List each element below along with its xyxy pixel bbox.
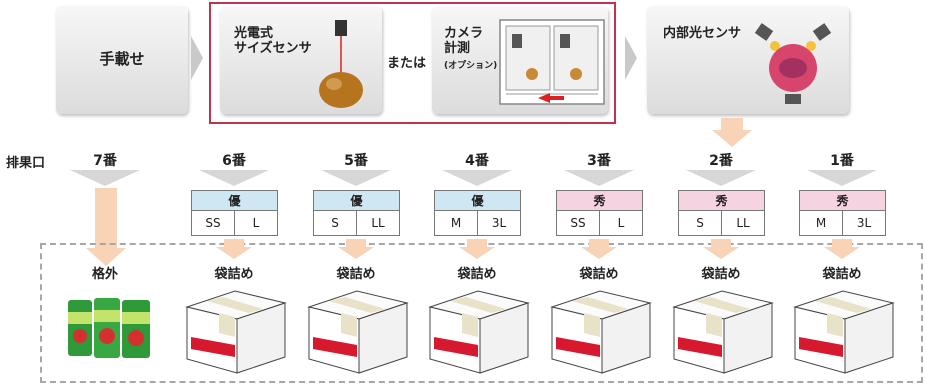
camera-label-2: 計測 xyxy=(444,41,471,56)
size-label: SS xyxy=(192,211,235,235)
size-label: L xyxy=(617,216,625,230)
output-label: 袋詰め xyxy=(822,267,862,282)
camera-illustration xyxy=(499,19,605,105)
internal-sensor-illustration xyxy=(754,23,832,104)
photoelectric-sensor-label-1: 光電式 xyxy=(234,26,274,41)
box-icon xyxy=(672,290,774,374)
can-icon xyxy=(122,300,150,358)
step-photoelectric-sensor: 光電式 サイズセンサ xyxy=(220,6,382,114)
step-manual-loading-label: 手載せ xyxy=(99,50,145,68)
juice-cans-illustration xyxy=(68,298,150,358)
size-label: S xyxy=(314,211,357,235)
size-label: SS xyxy=(557,211,600,235)
funnel-arrow-icon xyxy=(686,170,756,186)
fruit-icon xyxy=(570,68,582,80)
grade-card-exit-3: 秀 SS L xyxy=(556,190,643,236)
exit-label: 排果口 xyxy=(6,156,46,171)
grade-label: 優 xyxy=(435,191,520,211)
grade-label: 優 xyxy=(192,191,277,211)
measurement-frame xyxy=(209,2,616,124)
funnel-arrow-icon xyxy=(442,170,512,186)
size-label: 3L xyxy=(856,216,872,230)
photoelectric-sensor-illustration xyxy=(319,20,363,108)
output-label: 袋詰め xyxy=(701,267,741,282)
output-label: 袋詰め xyxy=(336,267,376,282)
sensor-head-icon xyxy=(335,20,347,36)
chevron-icon xyxy=(191,36,203,80)
grade-card-exit-4: 優 M 3L xyxy=(434,190,521,236)
down-arrow-to-exits xyxy=(712,118,752,147)
down-arrow-icon xyxy=(824,239,860,259)
bagging-arrows xyxy=(216,239,860,259)
output-label: 袋詰め xyxy=(579,267,619,282)
box-icon xyxy=(793,290,895,374)
photoelectric-sensor-label-2: サイズセンサ xyxy=(234,41,312,56)
size-label: 3L xyxy=(491,216,507,230)
size-label: S xyxy=(679,211,722,235)
camera-option-label: (オプション) xyxy=(444,61,498,71)
grade-card-exit-2: 秀 S LL xyxy=(678,190,765,236)
camera-label-1: カメラ xyxy=(444,26,484,41)
exit-number: 7番 xyxy=(93,153,117,169)
down-arrow-icon xyxy=(338,239,374,259)
exit-number: 1番 xyxy=(830,153,854,169)
box-icon xyxy=(428,290,530,374)
size-label: LL xyxy=(736,216,750,230)
box-icon xyxy=(550,290,652,374)
light-source-icon xyxy=(812,23,832,41)
funnel-arrow-icon xyxy=(199,170,269,186)
down-arrow-icon xyxy=(216,239,252,259)
grade-label: 優 xyxy=(314,191,399,211)
can-icon xyxy=(68,300,92,356)
camera-icon xyxy=(512,34,522,48)
funnel-arrow-icon xyxy=(564,170,634,186)
grade-card-exit-6: 優 SS L xyxy=(191,190,278,236)
size-label: M xyxy=(435,211,478,235)
down-arrow-icon xyxy=(581,239,617,259)
grade-label: 秀 xyxy=(557,191,642,211)
fruit-highlight xyxy=(326,78,342,90)
conveyor-direction-arrow-icon xyxy=(538,93,550,103)
funnel-arrow-icon xyxy=(70,170,140,186)
box-icon xyxy=(185,290,287,374)
funnel-arrow-icon xyxy=(807,170,877,186)
funnel-arrows xyxy=(70,170,877,186)
step-camera-measurement: カメラ 計測 (オプション) xyxy=(432,6,608,114)
fruit-icon xyxy=(319,72,363,108)
step-manual-loading: 手載せ xyxy=(56,6,188,114)
chevron-icon xyxy=(625,36,637,80)
grade-card-exit-5: 優 S LL xyxy=(313,190,400,236)
step-internal-sensor: 内部光センサ xyxy=(647,6,849,114)
exit-number: 4番 xyxy=(465,153,489,169)
funnel-arrow-icon xyxy=(321,170,391,186)
exit-number: 2番 xyxy=(709,153,733,169)
internal-sensor-label: 内部光センサ xyxy=(663,26,742,41)
grade-label: 秀 xyxy=(679,191,764,211)
grade-card-exit-1: 秀 M 3L xyxy=(799,190,886,236)
grade-label: 秀 xyxy=(800,191,885,211)
exit-number: 3番 xyxy=(587,153,611,169)
exit-number: 6番 xyxy=(222,153,246,169)
box-icon xyxy=(307,290,409,374)
size-label: M xyxy=(800,211,843,235)
output-label: 袋詰め xyxy=(214,267,254,282)
down-arrow-icon xyxy=(703,239,739,259)
can-icon xyxy=(94,298,120,358)
detector-icon xyxy=(785,94,801,104)
fruit-icon xyxy=(526,68,538,80)
output-label-reject: 格外 xyxy=(91,267,118,282)
or-label: または xyxy=(387,56,427,71)
output-label: 袋詰め xyxy=(457,267,497,282)
exit-number: 5番 xyxy=(344,153,368,169)
size-label: LL xyxy=(371,216,385,230)
light-source-icon xyxy=(754,23,774,41)
camera-icon xyxy=(560,34,570,48)
down-arrow-icon xyxy=(459,239,495,259)
reject-arrow xyxy=(86,188,126,266)
size-label: L xyxy=(252,216,260,230)
